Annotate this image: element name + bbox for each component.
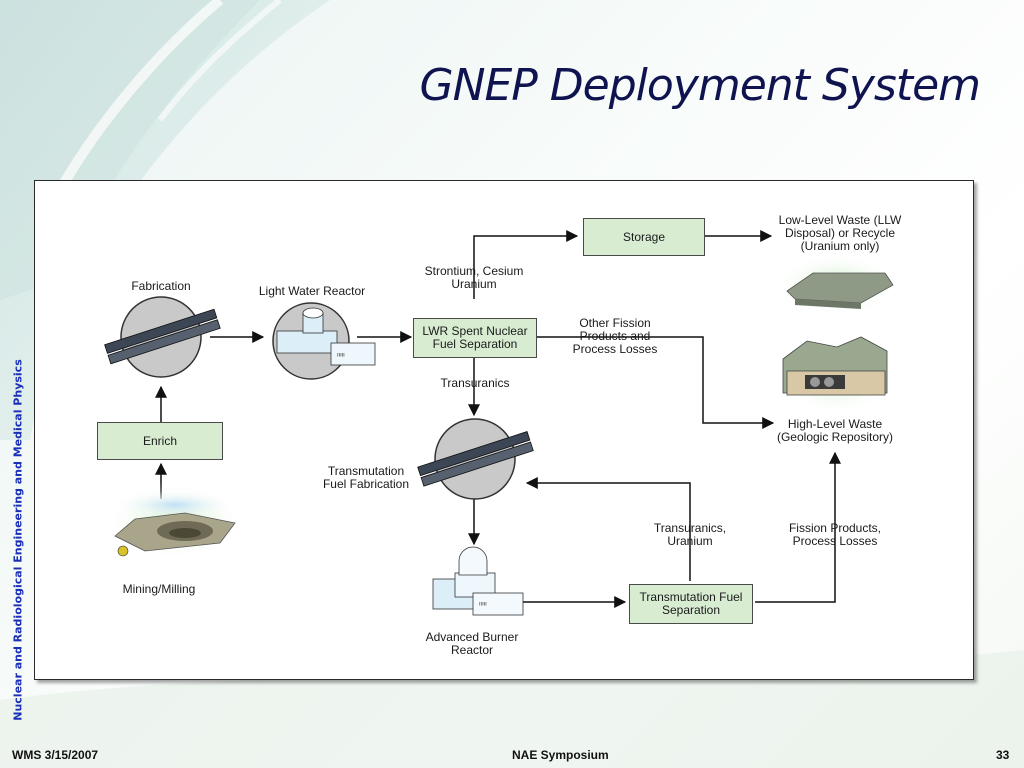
high-level-waste-icon <box>777 336 897 416</box>
diagram-frame: ᑊᑊᑊᑊᑊ <box>34 180 974 680</box>
footer-left: WMS 3/15/2007 <box>12 748 99 762</box>
mining-milling-label: Mining/Milling <box>122 582 196 596</box>
transuranics-label: Transuranics <box>440 376 510 390</box>
side-label-text: Nuclear and Radiological Engineering and… <box>11 359 25 721</box>
strontium-cesium-uranium-label: Strontium, Cesium Uranium <box>424 264 524 291</box>
other-fission-products-label: Other Fission Products and Process Losse… <box>572 316 658 356</box>
fabrication-icon <box>104 296 221 378</box>
storage-box: Storage <box>583 218 705 256</box>
transmutation-fuel-separation-box: Transmutation Fuel Separation <box>629 584 753 624</box>
light-water-reactor-icon: ᑊᑊᑊᑊᑊ <box>272 302 376 380</box>
low-level-waste-icon <box>775 253 899 317</box>
advanced-burner-reactor-icon: ᑊᑊᑊᑊᑊ <box>432 546 524 616</box>
enrich-box: Enrich <box>97 422 223 460</box>
lwr-spent-fuel-separation-box: LWR Spent Nuclear Fuel Separation <box>413 318 537 358</box>
transuranics-uranium-label: Transuranics, Uranium <box>653 521 727 548</box>
svg-text:ᑊᑊᑊᑊᑊ: ᑊᑊᑊᑊᑊ <box>337 352 345 361</box>
transmutation-fuel-fabrication-label: Transmutation Fuel Fabrication <box>322 464 410 491</box>
slide-title: GNEP Deployment System <box>419 60 981 111</box>
connector-lines <box>155 230 841 608</box>
side-label: Nuclear and Radiological Engineering and… <box>0 340 36 740</box>
low-level-waste-label: Low-Level Waste (LLW Disposal) or Recycl… <box>778 213 902 253</box>
svg-text:ᑊᑊᑊᑊᑊ: ᑊᑊᑊᑊᑊ <box>479 601 487 610</box>
fabrication-label: Fabrication <box>131 279 191 293</box>
fission-products-process-losses-label: Fission Products, Process Losses <box>788 521 882 548</box>
page-number: 33 <box>996 748 1010 762</box>
diagram-canvas: ᑊᑊᑊᑊᑊ <box>104 230 899 616</box>
footer-center: NAE Symposium <box>512 748 609 762</box>
transmutation-fabrication-icon <box>417 418 534 500</box>
high-level-waste-label: High-Level Waste (Geologic Repository) <box>776 417 894 444</box>
advanced-burner-reactor-label: Advanced Burner Reactor <box>425 630 519 657</box>
mining-milling-icon <box>105 481 245 561</box>
light-water-reactor-label: Light Water Reactor <box>258 284 366 298</box>
